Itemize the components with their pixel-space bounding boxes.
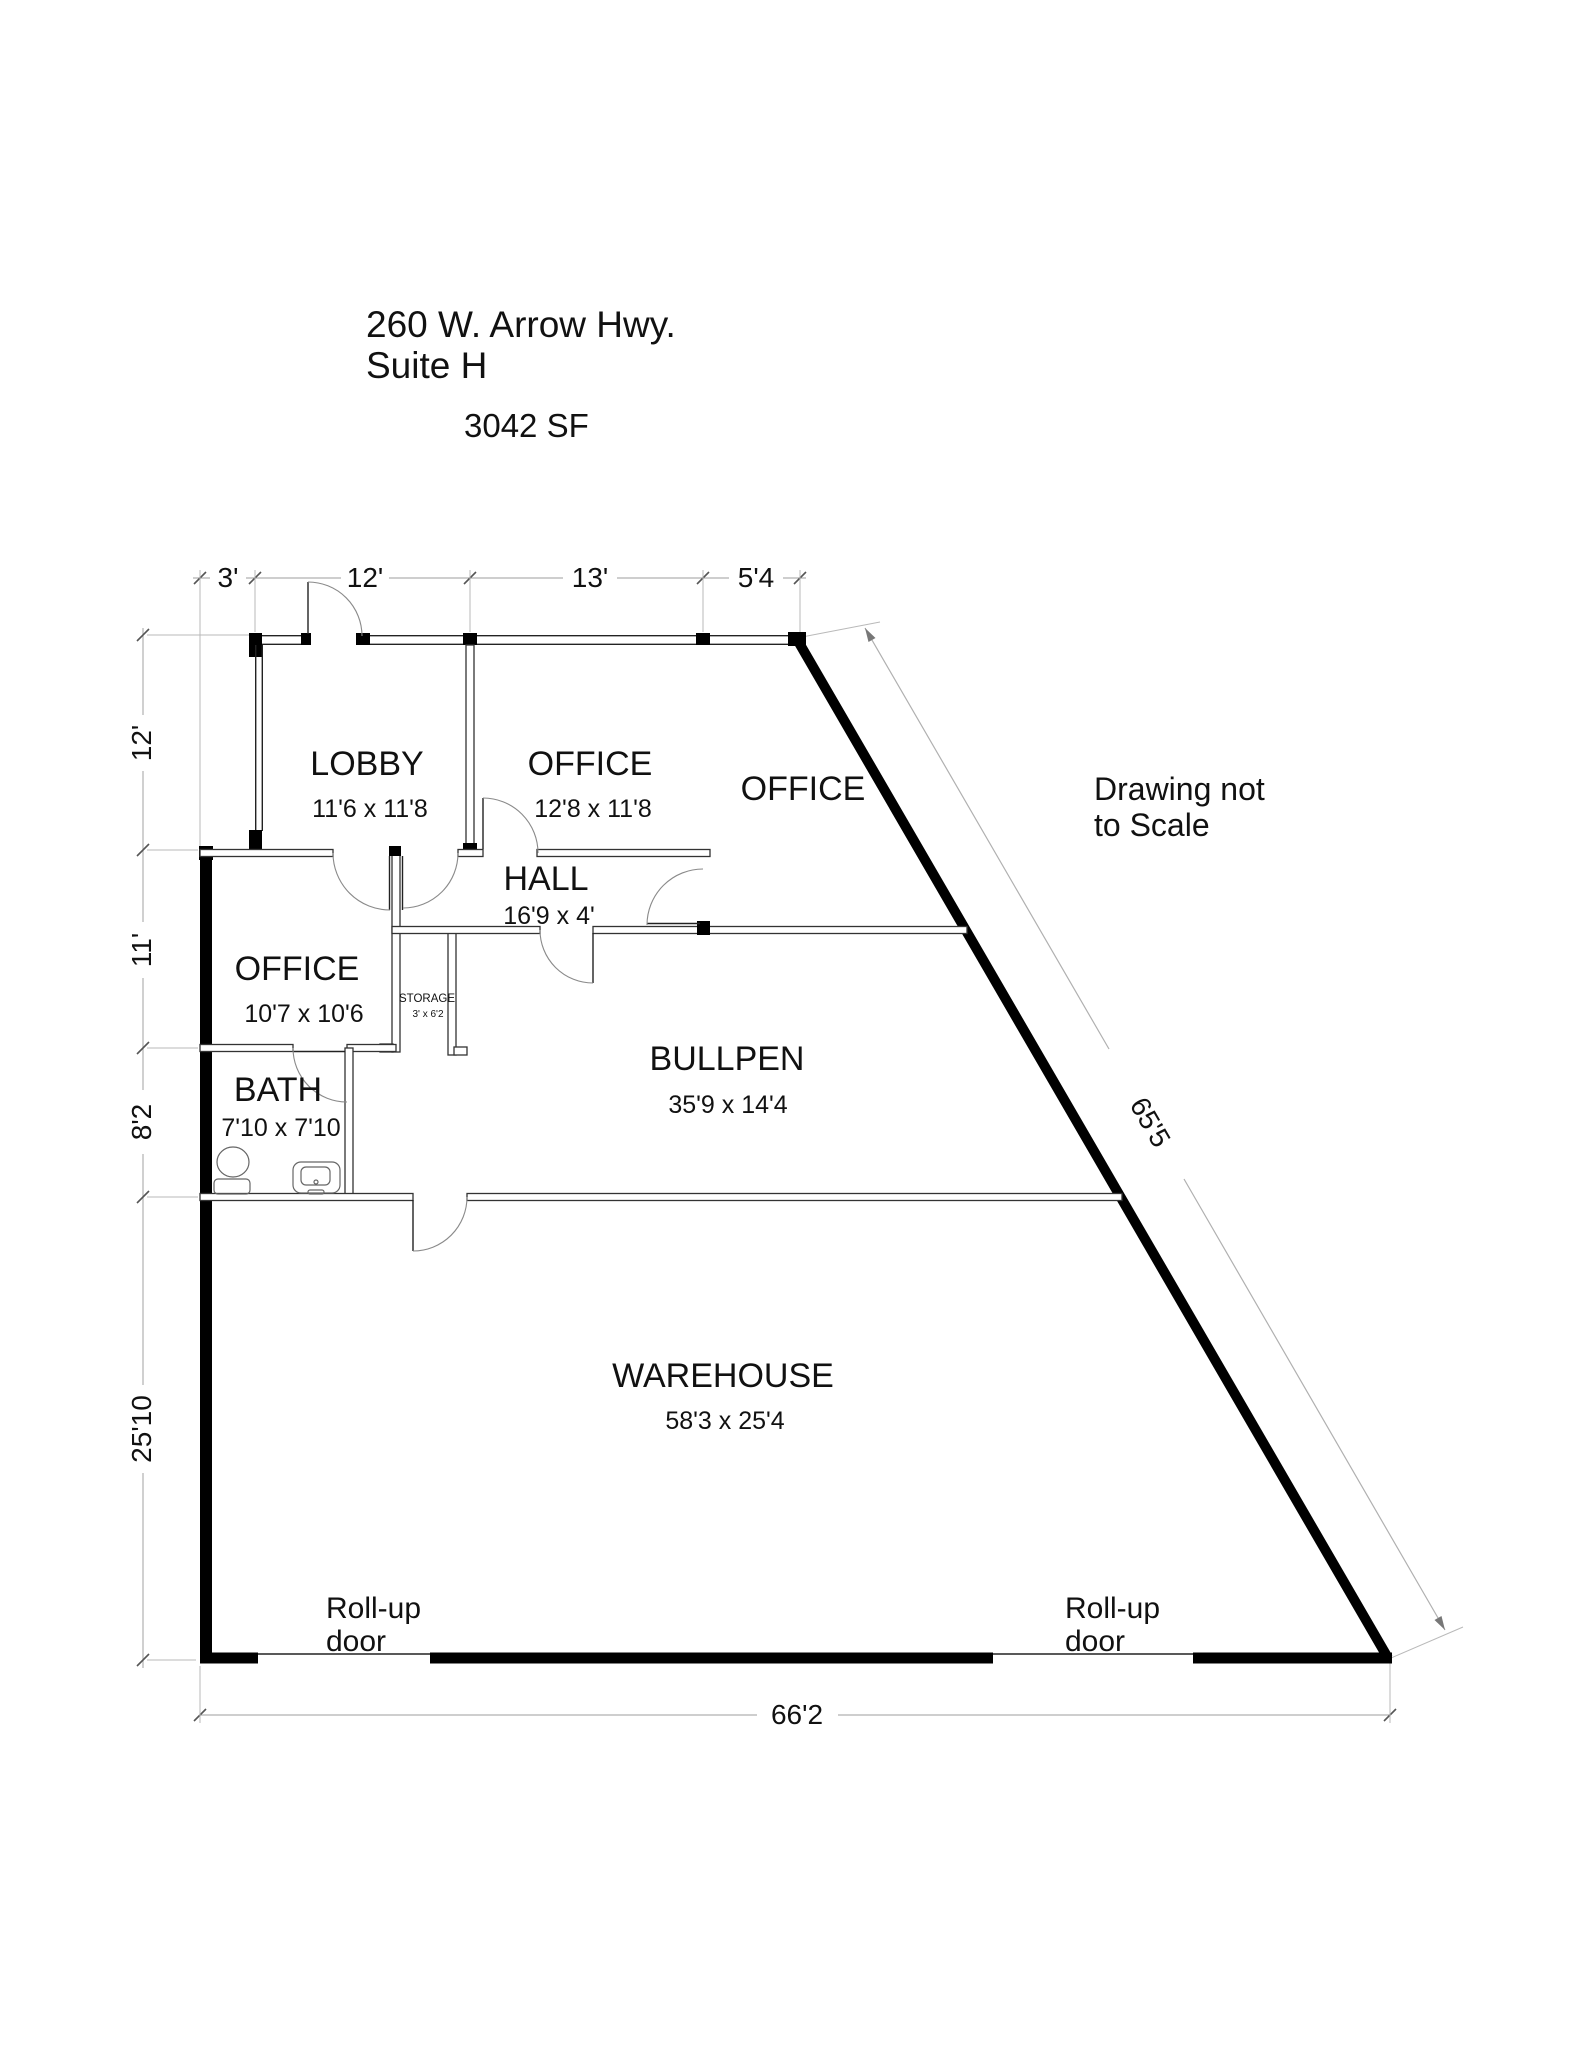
room-dims-warehouse: 58'3 x 25'4 <box>665 1407 784 1435</box>
room-label-office-center: OFFICE <box>528 745 653 783</box>
room-dims-storage: 3' x 6'2 <box>412 1009 443 1020</box>
dimension-bottom: 66'2 <box>193 1661 1397 1730</box>
office-center-door <box>482 797 539 854</box>
dim-bottom: 66'2 <box>771 1699 823 1730</box>
room-dims-bullpen: 35'9 x 14'4 <box>668 1091 787 1119</box>
dim-left-2: 11' <box>126 933 157 967</box>
dimension-top: 3' 12' 13' 5'4 <box>193 562 807 848</box>
bath-door <box>292 1047 348 1103</box>
sink-icon <box>292 1161 341 1195</box>
dim-top-1: 3' <box>218 562 239 593</box>
dimension-left: 12' 11' 8'2 25'10 <box>126 628 252 1668</box>
title-address: 260 W. Arrow Hwy. <box>366 304 676 345</box>
entry-door <box>307 581 363 637</box>
dim-top-4: 5'4 <box>738 562 775 593</box>
rollup-left-line1: Roll-up <box>326 1592 421 1625</box>
room-labels: LOBBY 11'6 x 11'8 OFFICE 12'8 x 11'8 OFF… <box>221 745 865 1435</box>
room-dims-office-left: 10'7 x 10'6 <box>244 1000 363 1028</box>
toilet-icon <box>213 1146 251 1195</box>
dim-diagonal: 65'5 <box>1124 1092 1177 1153</box>
rollup-right-line1: Roll-up <box>1065 1592 1160 1625</box>
title-block: 260 W. Arrow Hwy. Suite H 3042 SF <box>366 304 676 444</box>
rollup-right-line2: door <box>1065 1625 1125 1658</box>
scale-note-line1: Drawing not <box>1094 771 1265 807</box>
lobby-office-left-door <box>332 852 391 911</box>
room-label-hall: HALL <box>503 860 588 898</box>
room-dims-bath: 7'10 x 7'10 <box>221 1114 340 1142</box>
lobby-hall-door <box>401 852 459 910</box>
office-right-door <box>646 868 704 926</box>
dim-left-3: 8'2 <box>126 1104 157 1141</box>
bath-fixtures <box>213 1146 341 1195</box>
doors <box>292 581 704 1252</box>
room-label-bullpen: BULLPEN <box>650 1040 805 1078</box>
room-dims-hall: 16'9 x 4' <box>503 902 595 930</box>
dim-top-2: 12' <box>347 562 384 593</box>
exterior-walls <box>199 632 1393 1664</box>
title-area: 3042 SF <box>464 407 589 444</box>
dim-top-3: 13' <box>572 562 609 593</box>
room-label-lobby: LOBBY <box>310 745 423 783</box>
room-dims-lobby: 11'6 x 11'8 <box>312 795 428 823</box>
room-label-office-right: OFFICE <box>741 770 866 808</box>
scale-note: Drawing not to Scale <box>1094 771 1265 843</box>
room-label-storage: STORAGE <box>399 993 455 1005</box>
rollup-left-line2: door <box>326 1625 386 1658</box>
dim-left-1: 12' <box>126 725 157 762</box>
room-dims-office-center: 12'8 x 11'8 <box>534 795 652 823</box>
title-suite: Suite H <box>366 345 487 386</box>
room-label-office-left: OFFICE <box>235 950 360 988</box>
room-label-warehouse: WAREHOUSE <box>612 1357 834 1395</box>
room-label-bath: BATH <box>234 1071 322 1109</box>
bullpen-warehouse-door <box>412 1196 468 1252</box>
scale-note-line2: to Scale <box>1094 807 1210 843</box>
rollup-door-labels: Roll-up door Roll-up door <box>326 1592 1160 1658</box>
dim-left-4: 25'10 <box>126 1395 157 1463</box>
hall-bullpen-door <box>539 929 594 984</box>
